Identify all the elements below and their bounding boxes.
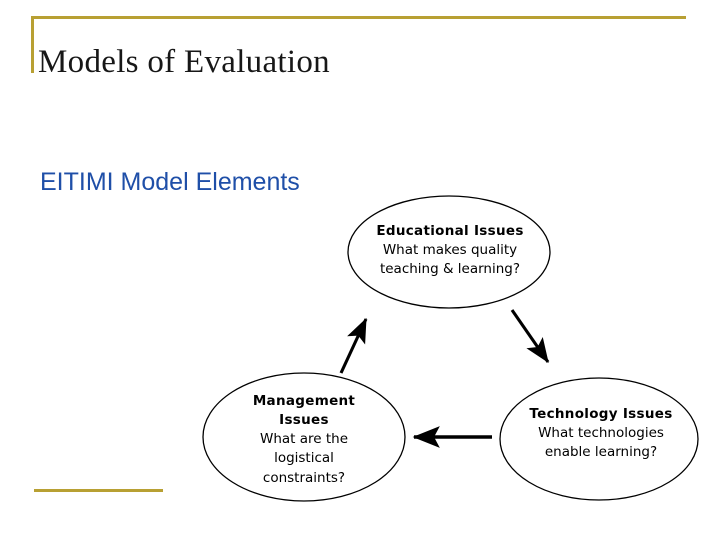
node-ellipse-educational	[347, 195, 551, 309]
top-vertical-rule	[31, 16, 34, 73]
node-ellipse-management	[202, 372, 406, 502]
page-title: Models of Evaluation	[38, 44, 330, 80]
arrow-educational-to-technology	[510, 309, 550, 364]
bottom-accent-rule	[34, 489, 163, 492]
node-ellipse-technology	[499, 377, 699, 501]
slide-subtitle: EITIMI Model Elements	[40, 168, 300, 196]
arrow-management-to-educational	[339, 317, 368, 374]
top-horizontal-rule	[31, 16, 686, 19]
